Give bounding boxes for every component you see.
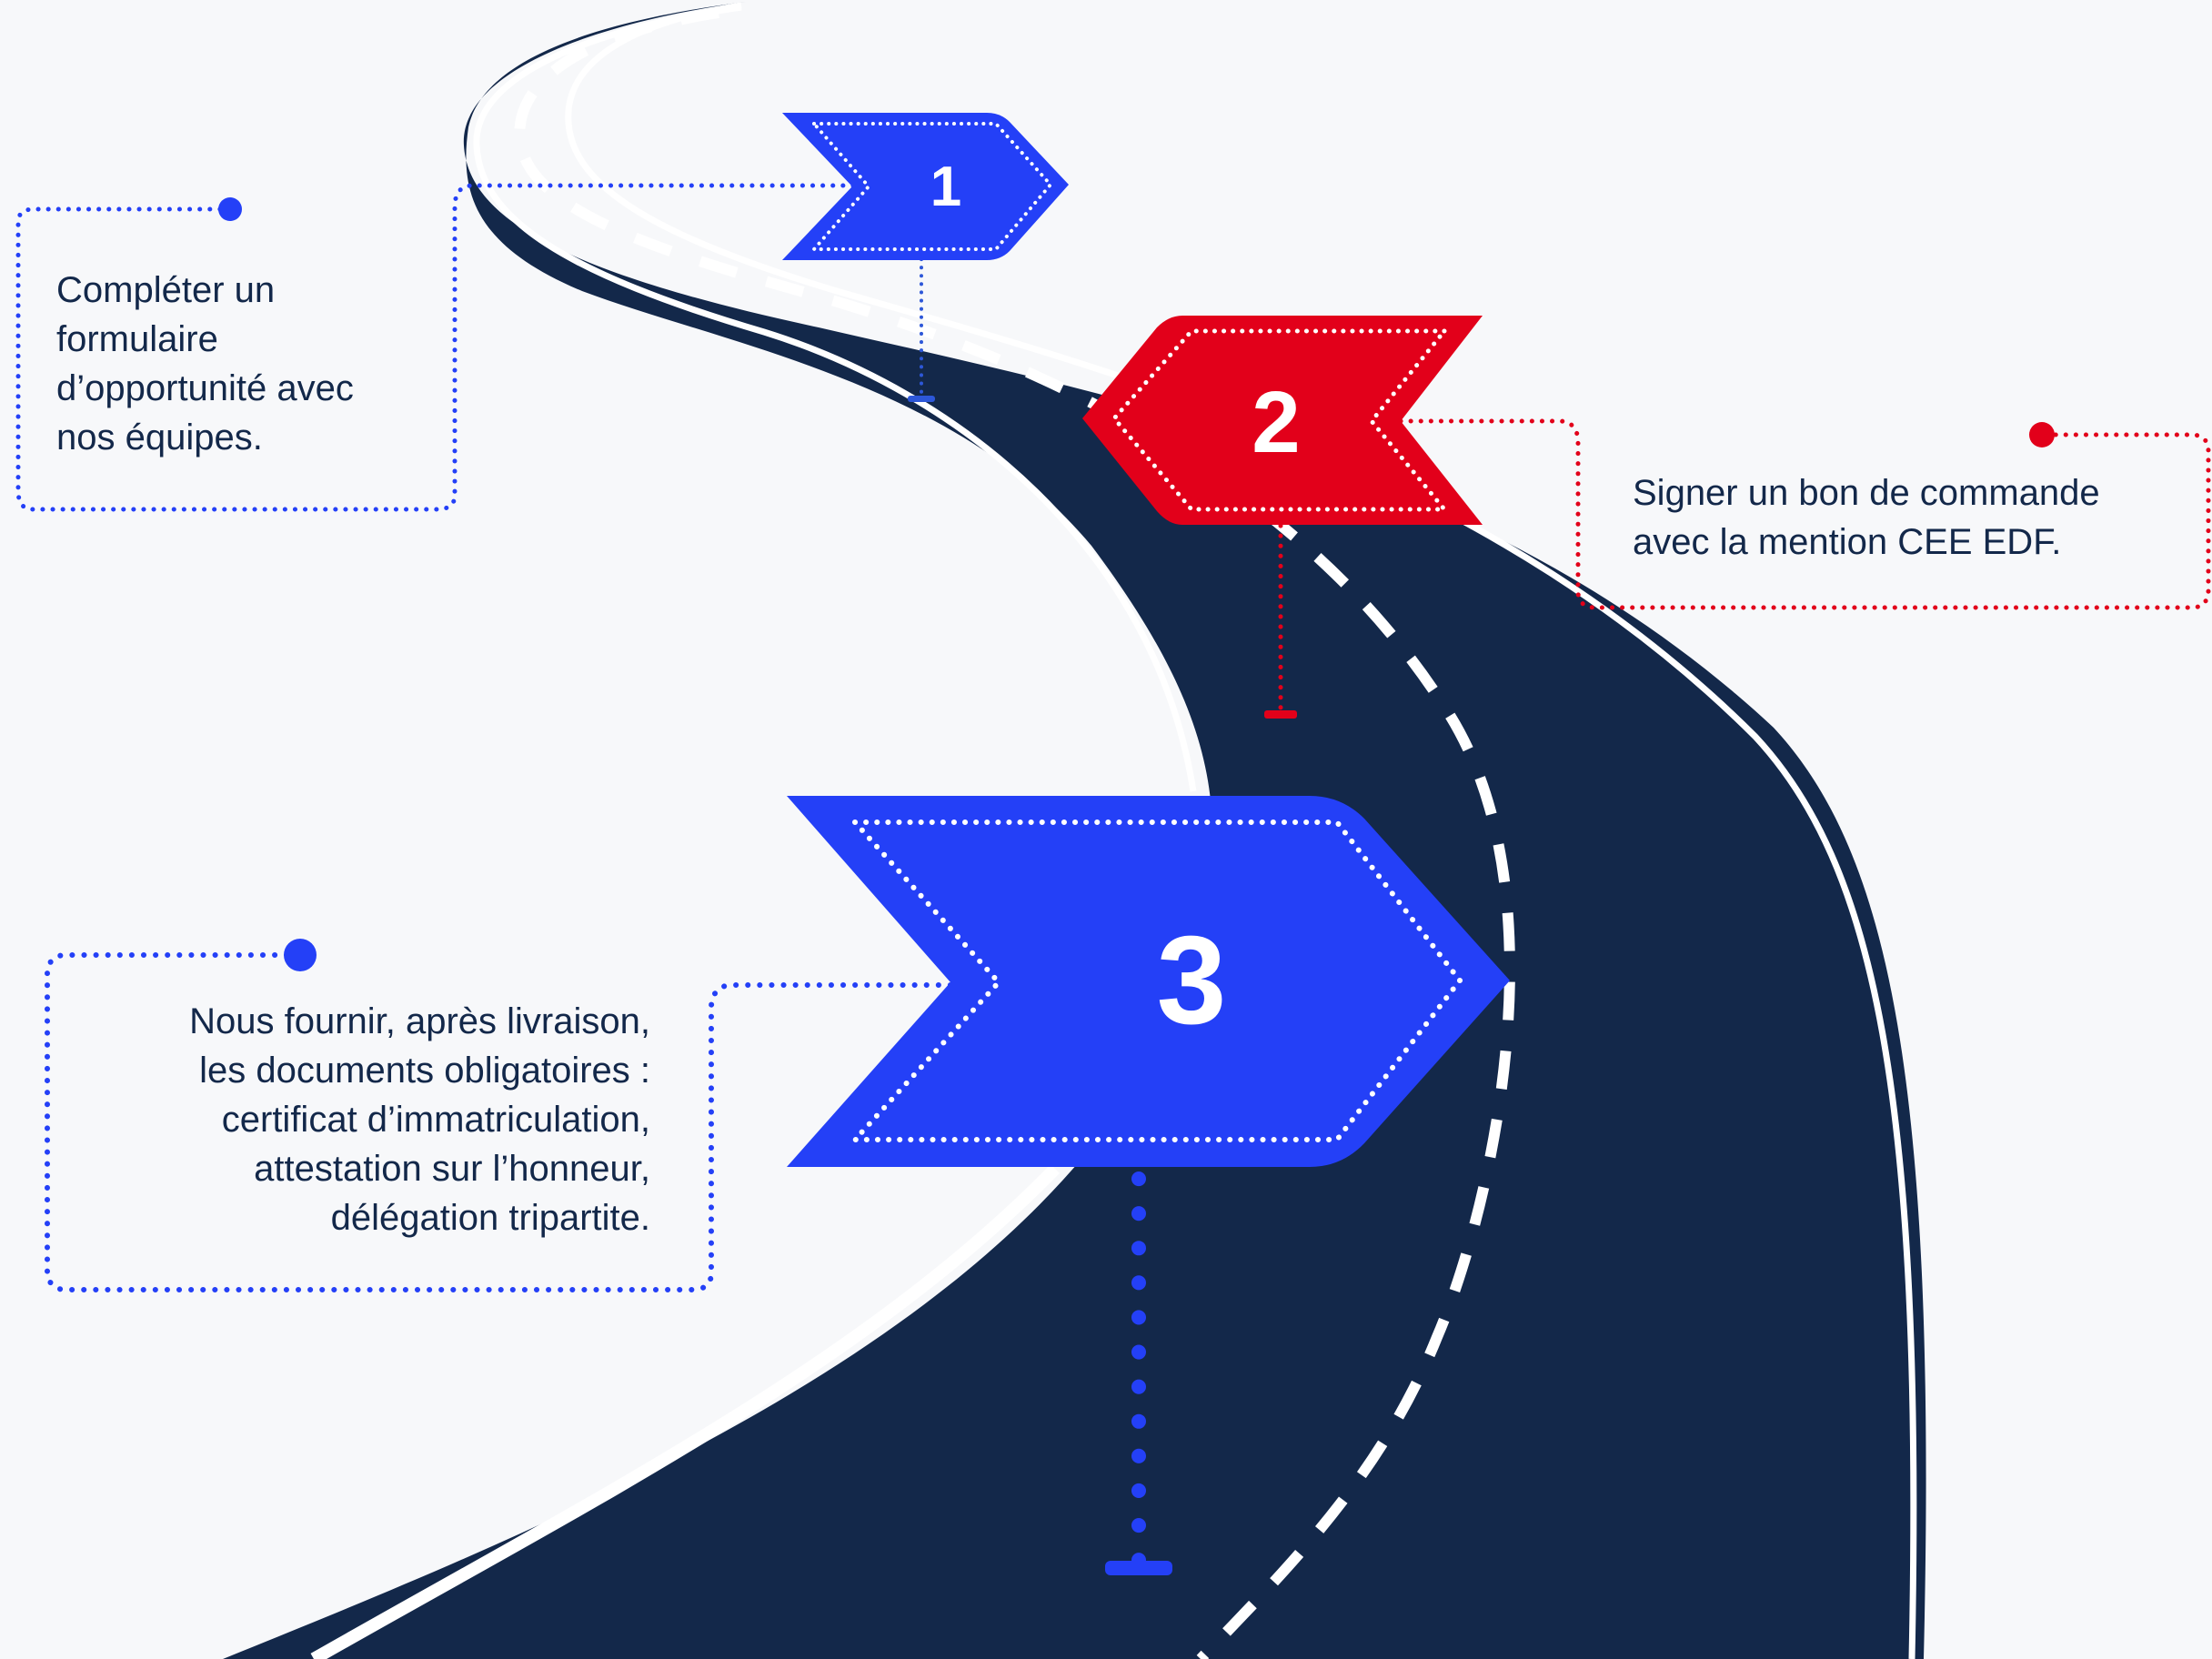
step-1-flag-stitch	[812, 122, 1052, 251]
step-2-post-base	[1264, 710, 1297, 719]
step-1-connector	[15, 183, 856, 512]
step-2-number: 2	[1252, 374, 1300, 471]
step-2-flag-stitch	[1111, 328, 1447, 512]
step-3-sign: 3	[45, 796, 1510, 1575]
step-2-sign: 2	[1082, 316, 2211, 719]
step-2-description: Signer un bon de commande avec la mentio…	[1633, 473, 2100, 562]
step-1-flag	[782, 113, 1069, 260]
road-surface	[223, 2, 1926, 1659]
step-3-connector	[45, 952, 953, 1292]
road-edge-line-bottom	[310, 1164, 1061, 1659]
step-1-description: Compléter un formulaire d’opportunité av…	[56, 270, 354, 457]
step-3-flag-stitch	[852, 819, 1463, 1142]
step-3-dot	[284, 939, 317, 971]
step-1-dot	[218, 197, 242, 221]
step-2-connector	[1398, 418, 2211, 610]
step-3-number: 3	[1157, 910, 1227, 1051]
step-3-description: Nous fournir, après livraison, les docum…	[189, 1001, 650, 1238]
step-1-sign: 1	[15, 113, 1069, 512]
step-2-dot	[2029, 422, 2055, 447]
step-3-flag	[787, 796, 1510, 1167]
step-2-flag	[1082, 316, 1483, 525]
step-1-post-base	[908, 396, 935, 402]
step-1-number: 1	[930, 156, 961, 218]
road-edge-line-left	[473, 4, 1197, 792]
step-3-post-base	[1105, 1561, 1172, 1575]
